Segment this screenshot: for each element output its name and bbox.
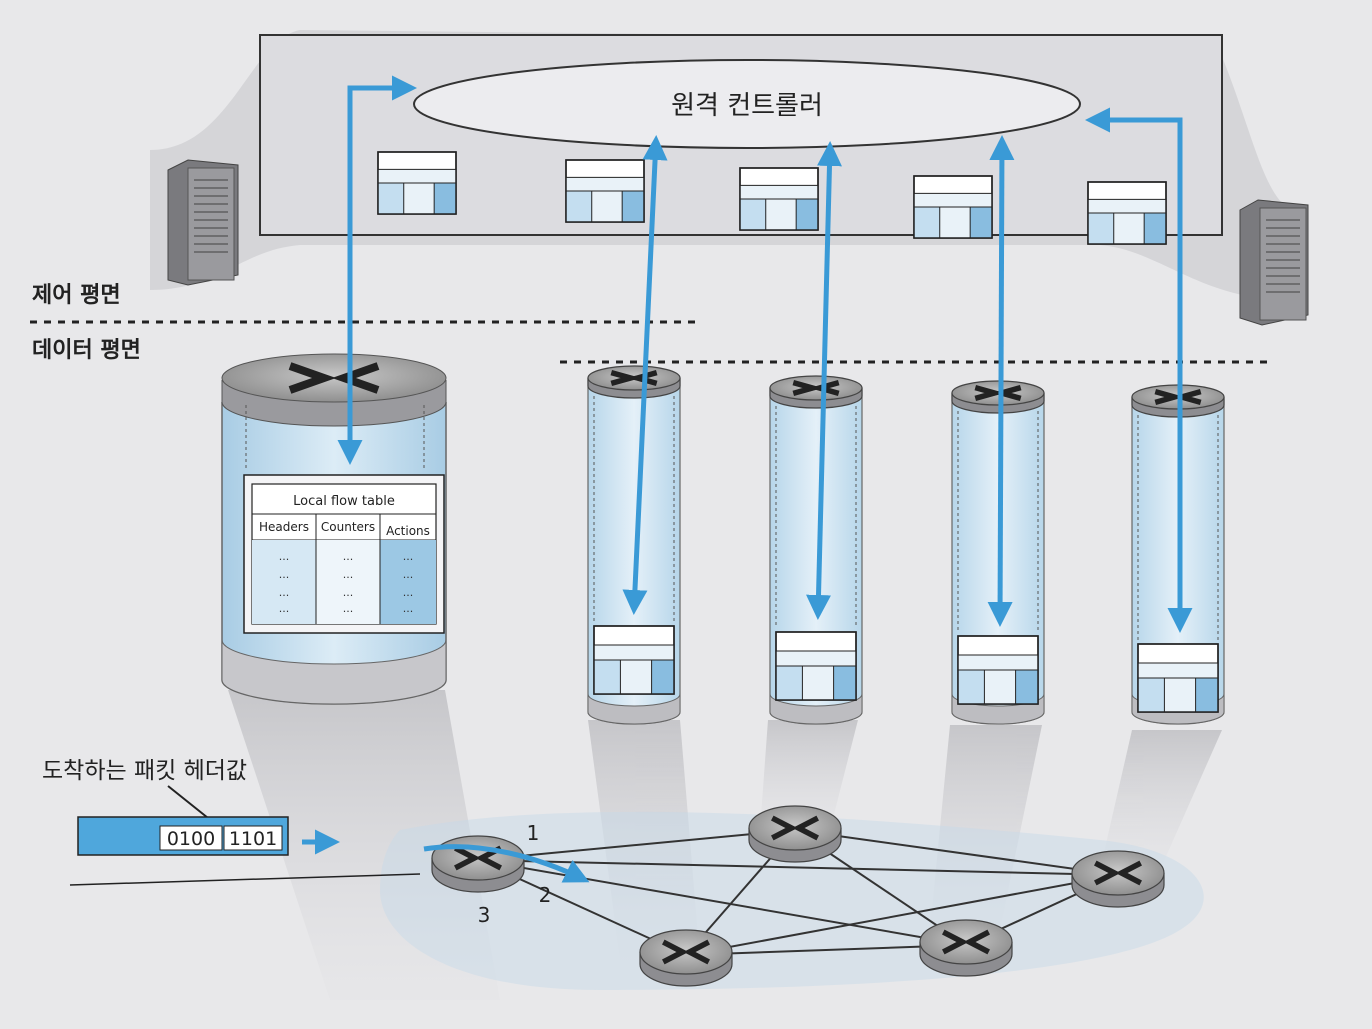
data-plane-label: 데이터 평면 — [32, 338, 141, 363]
forwarding-arrow-icon — [423, 844, 590, 883]
flow-table-icon — [1137, 643, 1219, 713]
server-icon — [167, 159, 239, 286]
flow-table-icon — [775, 631, 857, 701]
ingress-link — [69, 873, 421, 886]
flow-table-cell: ... — [343, 550, 354, 563]
port-label-1: 1 — [527, 821, 540, 845]
packet-caption: 도착하는 패킷 헤더값 — [42, 758, 247, 784]
flow-table-icon — [739, 167, 819, 231]
flow-table-cell: ... — [279, 602, 290, 615]
server-icon — [1239, 199, 1309, 326]
router-icon — [919, 919, 1013, 977]
router-icon — [748, 805, 842, 863]
packet-caption-leader — [167, 785, 209, 819]
flow-table-cell: ... — [343, 602, 354, 615]
router-icon — [951, 380, 1045, 414]
flow-table-icon — [593, 625, 675, 695]
flow-table-icon — [913, 175, 993, 239]
router-icon — [587, 365, 681, 399]
packet-field-2: 1101 — [229, 828, 277, 850]
flow-table-icon — [565, 159, 645, 223]
arriving-packet: 도착하는 패킷 헤더값 0100 1101 — [42, 758, 421, 886]
flow-table-cell: ... — [403, 568, 414, 581]
flow-table-cell: ... — [403, 586, 414, 599]
bidirectional-arrow-icon — [987, 135, 1015, 627]
flow-table-header-counters: Counters — [321, 520, 375, 534]
remote-controller: 원격 컨트롤러 — [413, 59, 1081, 149]
local-flow-table: Local flow table Headers Counters Action… — [243, 474, 445, 634]
flow-table-header-headers: Headers — [259, 520, 309, 534]
packet-field-1: 0100 — [167, 828, 215, 850]
controller-switch-arrows — [337, 75, 1193, 633]
flow-table-cell: ... — [403, 602, 414, 615]
flow-table-cell: ... — [343, 586, 354, 599]
bidirectional-arrow-icon — [622, 135, 668, 615]
flow-table-icon — [377, 151, 457, 215]
port-label-3: 3 — [478, 903, 491, 927]
flow-table-header-actions: Actions — [386, 524, 430, 538]
bidirectional-arrow-icon — [1085, 107, 1193, 633]
flow-table-title: Local flow table — [293, 494, 395, 509]
router-icon — [639, 929, 733, 987]
bidirectional-arrow-icon — [337, 75, 417, 465]
flow-table-cell: ... — [343, 568, 354, 581]
flow-table-icon — [957, 635, 1039, 705]
controller-label: 원격 컨트롤러 — [671, 91, 823, 121]
flow-table-cell: ... — [279, 550, 290, 563]
flow-table-cells: .................................... — [279, 550, 414, 615]
router-icon — [1071, 850, 1165, 908]
flow-table-cell: ... — [403, 550, 414, 563]
projection-beams — [228, 690, 1222, 1000]
switch-cylinder — [587, 365, 681, 725]
switch-cylinder — [769, 375, 863, 725]
flow-table-cell: ... — [279, 568, 290, 581]
router-icon — [769, 375, 863, 409]
control-plane-label: 제어 평면 — [32, 283, 121, 308]
port-label-2: 2 — [539, 883, 552, 907]
flow-table-cell: ... — [279, 586, 290, 599]
flow-table-icon — [1087, 181, 1167, 245]
bidirectional-arrow-icon — [806, 141, 842, 620]
